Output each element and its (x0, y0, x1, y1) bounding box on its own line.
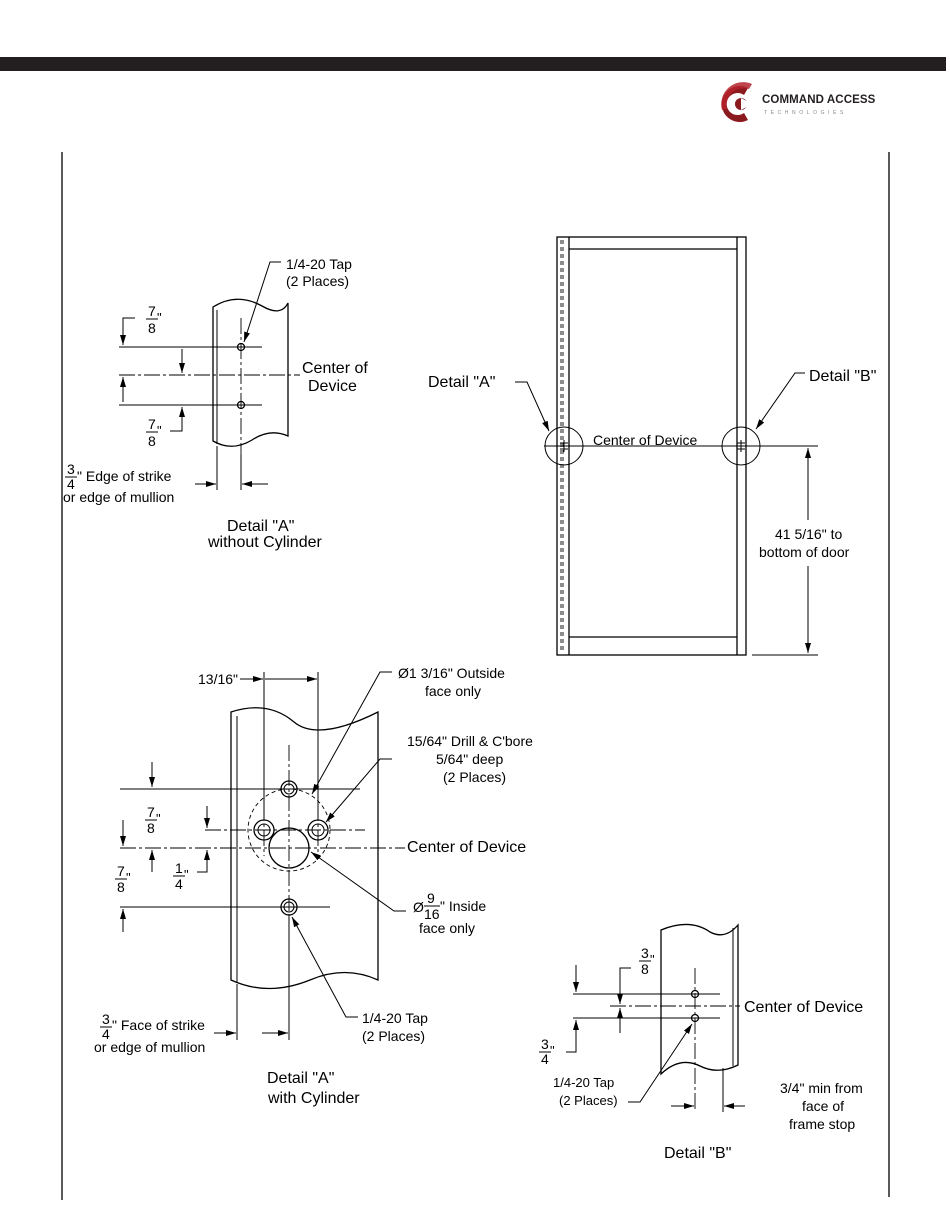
logo-subtitle-text: TECHNOLOGIES (764, 110, 847, 116)
quarter-den: 4 (175, 876, 183, 892)
upper-frac-den: 8 (148, 320, 156, 336)
upper-frac-inch: " (157, 310, 162, 325)
edge-frac-num: 3 (67, 461, 75, 477)
inside-den: 16 (424, 906, 440, 922)
outside-line2: face only (425, 683, 481, 699)
tap-hole-upper (690, 989, 700, 999)
cylinder-strike-outline (230, 707, 379, 990)
command-access-logo-icon (721, 82, 752, 122)
drill-line1: 15/64" Drill & C'bore (407, 733, 533, 749)
detail-b-tap-line1: 1/4-20 Tap (553, 1075, 614, 1090)
face-frac-num: 3 (102, 1011, 110, 1027)
door-elevation: Detail "A" Detail "B" Center of Device 4… (428, 236, 876, 656)
quarter-num: 1 (175, 860, 183, 876)
drill-line3: (2 Places) (443, 769, 506, 785)
upper-frac-inch: " (156, 811, 161, 826)
face-frac-den: 4 (102, 1026, 110, 1042)
min-line1: 3/4" min from (780, 1080, 863, 1096)
lower-frac-num: 3 (541, 1036, 549, 1052)
inside-prefix: Ø (413, 899, 424, 915)
inside-line2: face only (419, 920, 475, 936)
drill-hole-right (311, 823, 325, 837)
tap-line1: 1/4-20 Tap (362, 1010, 428, 1026)
tap-hole-upper (283, 783, 295, 795)
tap-leader (243, 261, 281, 343)
door-center-label: Center of Device (593, 432, 697, 448)
cyl-title-line1: Detail "A" (267, 1070, 334, 1087)
tap-hole-lower (283, 901, 295, 913)
detail-b-title: Detail "B" (664, 1145, 731, 1162)
company-logo: COMMAND ACCESS TECHNOLOGIES (718, 80, 888, 130)
detail-a-without-cylinder: 1/4-20 Tap (2 Places) Center of Device 7… (63, 256, 368, 551)
drill-hole-left (257, 823, 271, 837)
center-label-line2: Device (308, 378, 357, 395)
cyl-title-line2: with Cylinder (267, 1090, 360, 1107)
face-line2: or edge of mullion (94, 1039, 205, 1055)
outside-line1: Ø1 3/16" Outside (398, 665, 505, 681)
detail-b-tap-line2: (2 Places) (559, 1093, 618, 1108)
min-line2: face of (802, 1098, 844, 1114)
tap-hole-upper (236, 342, 246, 352)
upper-frac-num: 7 (147, 804, 155, 820)
tap-hole-lower (236, 400, 246, 410)
inside-diameter-circle (268, 827, 310, 869)
lower-frac-inch: " (157, 423, 162, 438)
lower-frac-den: 8 (148, 433, 156, 449)
inside-num: 9 (427, 890, 435, 906)
edge-frac-den: 4 (67, 476, 75, 492)
tap-label-line1: 1/4-20 Tap (286, 256, 352, 272)
door-detail-a-label: Detail "A" (428, 374, 495, 391)
upper-frac-num: 3 (641, 945, 649, 961)
upper-frac-num: 7 (148, 303, 156, 319)
lower-frac-num: 7 (117, 863, 125, 879)
upper-frac-den: 8 (147, 820, 155, 836)
upper-frac-den: 8 (641, 961, 649, 977)
header-bar (0, 57, 946, 71)
lower-frac-num: 7 (148, 416, 156, 432)
drill-line2: 5/64" deep (436, 751, 503, 767)
face-line1: " Face of strike (112, 1017, 205, 1033)
edge-label-line2: or edge of mullion (63, 489, 174, 505)
strike-plate-outline (212, 298, 289, 447)
width-label: 13/16" (198, 671, 238, 687)
center-label-line1: Center of (302, 360, 368, 377)
quarter-inch: " (184, 867, 189, 882)
detail-a-callout-circle (544, 426, 584, 466)
door-detail-b-label: Detail "B" (809, 368, 876, 385)
detail-b: Center of Device 3 8 " 3 4 " 1/4-20 Tap … (539, 923, 863, 1162)
lower-frac-den: 4 (541, 1051, 549, 1067)
detail-a-with-cylinder: 13/16" Ø1 3/16" Outside face only 15/64"… (94, 665, 533, 1107)
inside-suffix: " Inside (440, 898, 486, 914)
door-height-line2: bottom of door (759, 544, 850, 560)
upper-frac-inch: " (650, 952, 655, 967)
detail-title-line1: Detail "A" (227, 518, 294, 535)
lower-frac-den: 8 (117, 879, 125, 895)
detail-b-center-label: Center of Device (744, 999, 863, 1016)
lower-frac-inch: " (550, 1043, 555, 1058)
lower-frac-inch: " (126, 870, 131, 885)
logo-name-text: COMMAND ACCESS (762, 94, 876, 106)
door-height-line1: 41 5/16" to (775, 526, 842, 542)
outside-diameter-circle (247, 788, 331, 872)
frame-stop-outline (660, 923, 739, 1076)
cylinder-center-label: Center of Device (407, 839, 526, 856)
detail-title-line2: without Cylinder (207, 534, 323, 551)
tap-hole-lower (690, 1013, 700, 1023)
tap-line2: (2 Places) (362, 1028, 425, 1044)
detail-b-callout-circle (721, 426, 761, 466)
edge-label-line1: " Edge of strike (77, 468, 172, 484)
min-line3: frame stop (789, 1116, 855, 1132)
tap-label-line2: (2 Places) (286, 273, 349, 289)
